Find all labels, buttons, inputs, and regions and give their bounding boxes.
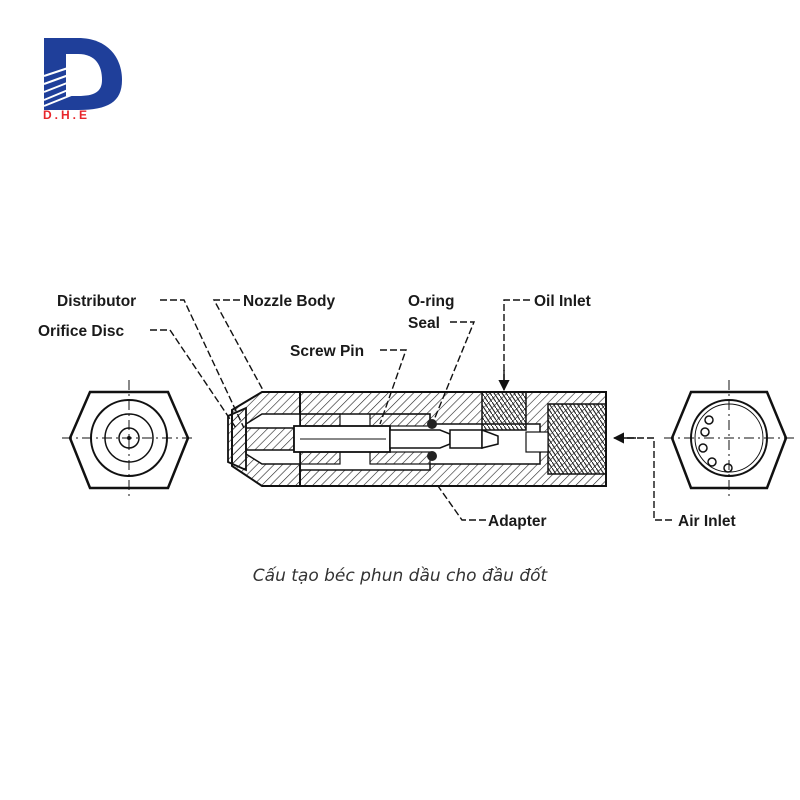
callout-lines xyxy=(150,299,672,521)
label-distributor: Distributor xyxy=(57,293,136,310)
left-hex-end-view xyxy=(62,380,196,500)
callout-arrows xyxy=(498,370,636,444)
label-orifice-disc: Orifice Disc xyxy=(38,323,125,340)
label-adapter: Adapter xyxy=(488,513,547,530)
right-hex-end-view xyxy=(664,380,794,500)
label-screw-pin: Screw Pin xyxy=(290,343,364,360)
nozzle-cross-section xyxy=(227,391,607,487)
label-o-ring-line2: Seal xyxy=(408,315,440,332)
distributor-stem xyxy=(245,427,295,451)
label-nozzle-body: Nozzle Body xyxy=(243,293,336,310)
diagram-caption: Cấu tạo béc phun dầu cho đầu đốt xyxy=(252,566,548,586)
orifice-disc xyxy=(227,406,247,472)
o-ring-seal-bottom xyxy=(427,451,437,461)
logo-text: D.H.E xyxy=(43,108,91,122)
label-air-inlet: Air Inlet xyxy=(678,513,736,530)
o-ring-seal-top xyxy=(427,419,437,429)
label-o-ring-line1: O-ring xyxy=(408,293,455,310)
dhe-logo xyxy=(43,38,122,110)
label-oil-inlet: Oil Inlet xyxy=(534,293,591,310)
logo-stripes xyxy=(43,61,95,107)
